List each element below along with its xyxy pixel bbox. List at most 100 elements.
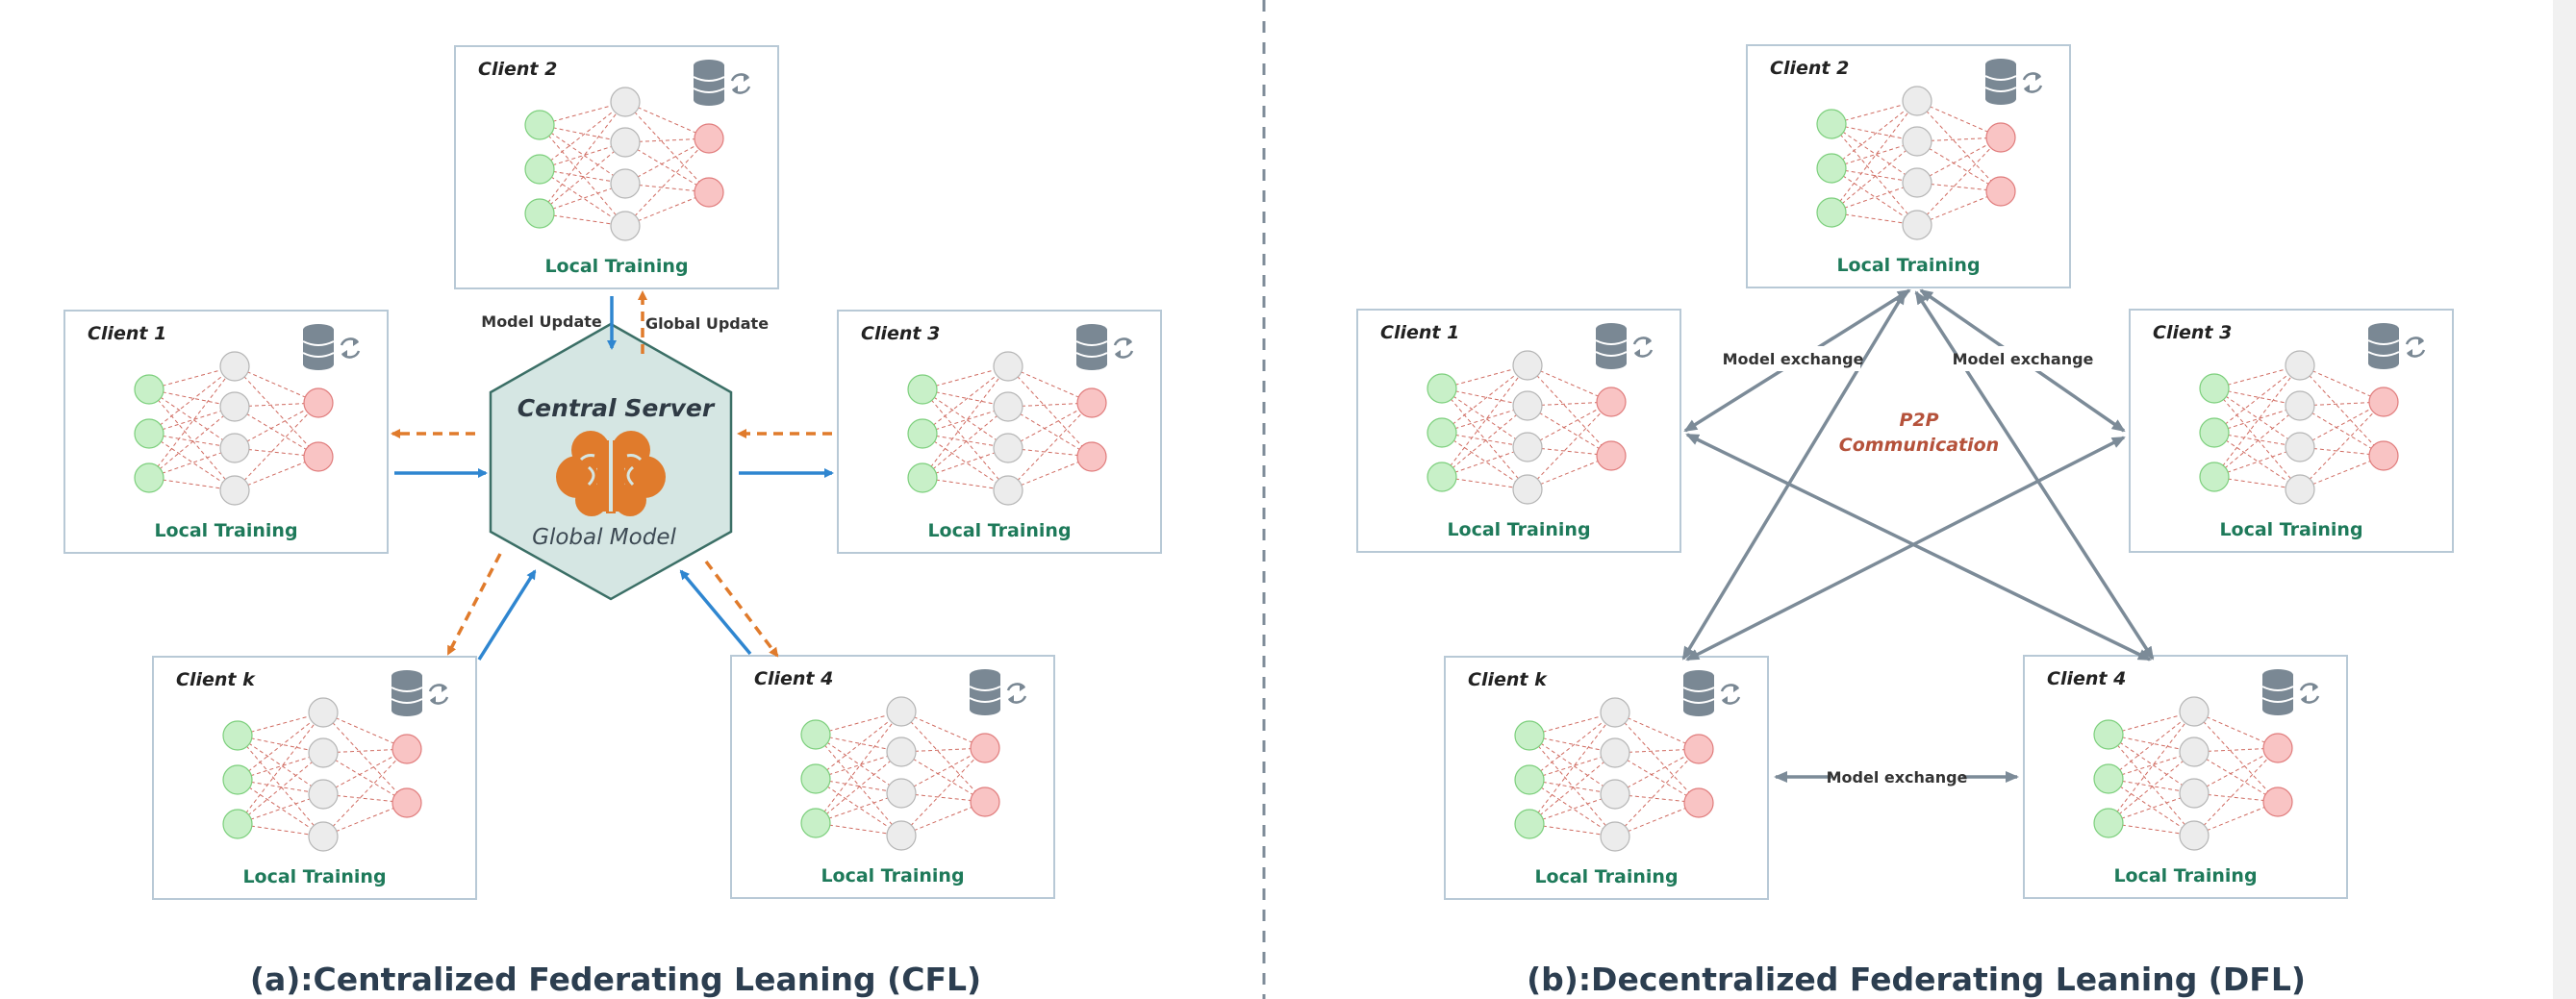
- client-box-frame: [1356, 309, 1681, 553]
- input-node: [222, 809, 253, 839]
- hidden-node: [610, 211, 641, 241]
- input-node: [2093, 719, 2124, 750]
- output-node: [1985, 122, 2016, 153]
- hidden-node: [1902, 210, 1932, 240]
- input-node: [2093, 763, 2124, 794]
- database-icon: [1595, 323, 1628, 369]
- database-icon: [391, 670, 423, 716]
- local-training-label: Local Training: [1534, 866, 1678, 887]
- scrollbar[interactable]: [2553, 0, 2576, 999]
- input-node: [1816, 109, 1847, 139]
- hidden-node: [2285, 350, 2315, 381]
- input-node: [800, 719, 831, 750]
- output-node: [970, 787, 1000, 817]
- local-training-label: Local Training: [1447, 519, 1590, 540]
- hidden-node: [308, 821, 339, 852]
- output-node: [1683, 734, 1714, 764]
- global-update-arrow-client4: [704, 560, 779, 658]
- hidden-node: [308, 737, 339, 768]
- database-icon: [1984, 59, 2017, 105]
- sync-icon: [340, 337, 361, 359]
- hidden-node: [993, 391, 1023, 422]
- input-node: [2199, 462, 2230, 492]
- output-node: [1683, 787, 1714, 818]
- neural-network: [1816, 86, 2016, 240]
- client-box-frame: [1444, 656, 1769, 900]
- input-node: [134, 374, 164, 405]
- hidden-node: [610, 168, 641, 199]
- input-node: [134, 418, 164, 449]
- client-title: Client 2: [1770, 58, 1849, 79]
- output-node: [1076, 441, 1107, 472]
- hidden-node: [610, 127, 641, 158]
- hidden-node: [993, 351, 1023, 382]
- hidden-node: [2179, 820, 2210, 851]
- model-exchange-label-bottom: Model exchange: [1827, 768, 1968, 787]
- client-title: Client 4: [754, 668, 833, 689]
- client-title: Client k: [176, 669, 256, 690]
- neural-network: [2199, 350, 2399, 505]
- hidden-node: [1902, 167, 1932, 198]
- hidden-node: [1600, 821, 1630, 852]
- sync-icon: [1720, 684, 1741, 705]
- hidden-node: [1600, 779, 1630, 810]
- cfl-caption: (a):Centralized Federating Leaning (CFL): [250, 961, 981, 998]
- sync-icon: [428, 684, 449, 705]
- output-node: [2368, 440, 2399, 471]
- cfl-panel: Central Server Global Model Client 2Loca…: [63, 45, 1162, 998]
- hidden-node: [886, 820, 917, 851]
- global-update-label: Global Update: [645, 314, 769, 333]
- hidden-node: [886, 737, 917, 767]
- client-box-dfl-client1: Client 1 Local Training: [1356, 309, 1681, 553]
- sync-icon: [2022, 72, 2043, 93]
- input-node: [222, 720, 253, 751]
- hidden-node: [1600, 697, 1630, 728]
- sync-icon: [1006, 683, 1027, 704]
- client-box-frame: [837, 310, 1162, 554]
- hidden-node: [1512, 432, 1543, 462]
- sync-icon: [1113, 337, 1134, 359]
- hidden-node: [2179, 778, 2210, 809]
- input-node: [800, 808, 831, 838]
- output-node: [694, 177, 724, 208]
- sync-icon: [1632, 337, 1654, 358]
- hidden-node: [993, 475, 1023, 506]
- input-node: [2199, 417, 2230, 448]
- output-node: [1985, 176, 2016, 207]
- dfl-caption: (b):Decentralized Federating Leaning (DF…: [1527, 961, 2306, 998]
- database-icon: [1682, 670, 1715, 716]
- neural-network: [2093, 696, 2293, 851]
- client-title: Client 2: [478, 59, 557, 80]
- input-node: [1427, 373, 1457, 404]
- local-training-label: Local Training: [927, 520, 1071, 541]
- output-node: [1596, 440, 1627, 471]
- hidden-node: [1512, 350, 1543, 381]
- input-node: [800, 763, 831, 794]
- input-node: [1816, 153, 1847, 184]
- database-icon: [302, 324, 335, 370]
- input-node: [1514, 809, 1545, 839]
- client-title: Client 3: [861, 323, 940, 344]
- hidden-node: [219, 391, 250, 422]
- hidden-node: [886, 778, 917, 809]
- client-box-cfl-client3: Client 3 Local Training: [837, 310, 1162, 554]
- hidden-node: [610, 87, 641, 117]
- hidden-node: [1902, 86, 1932, 116]
- client-title: Client 1: [1380, 322, 1459, 343]
- local-training-label: Local Training: [154, 520, 297, 541]
- client-box-frame: [454, 45, 779, 289]
- server-title: Central Server: [518, 394, 716, 422]
- input-node: [907, 418, 938, 449]
- input-node: [1427, 417, 1457, 448]
- sync-icon: [2405, 337, 2426, 358]
- hidden-node: [308, 779, 339, 810]
